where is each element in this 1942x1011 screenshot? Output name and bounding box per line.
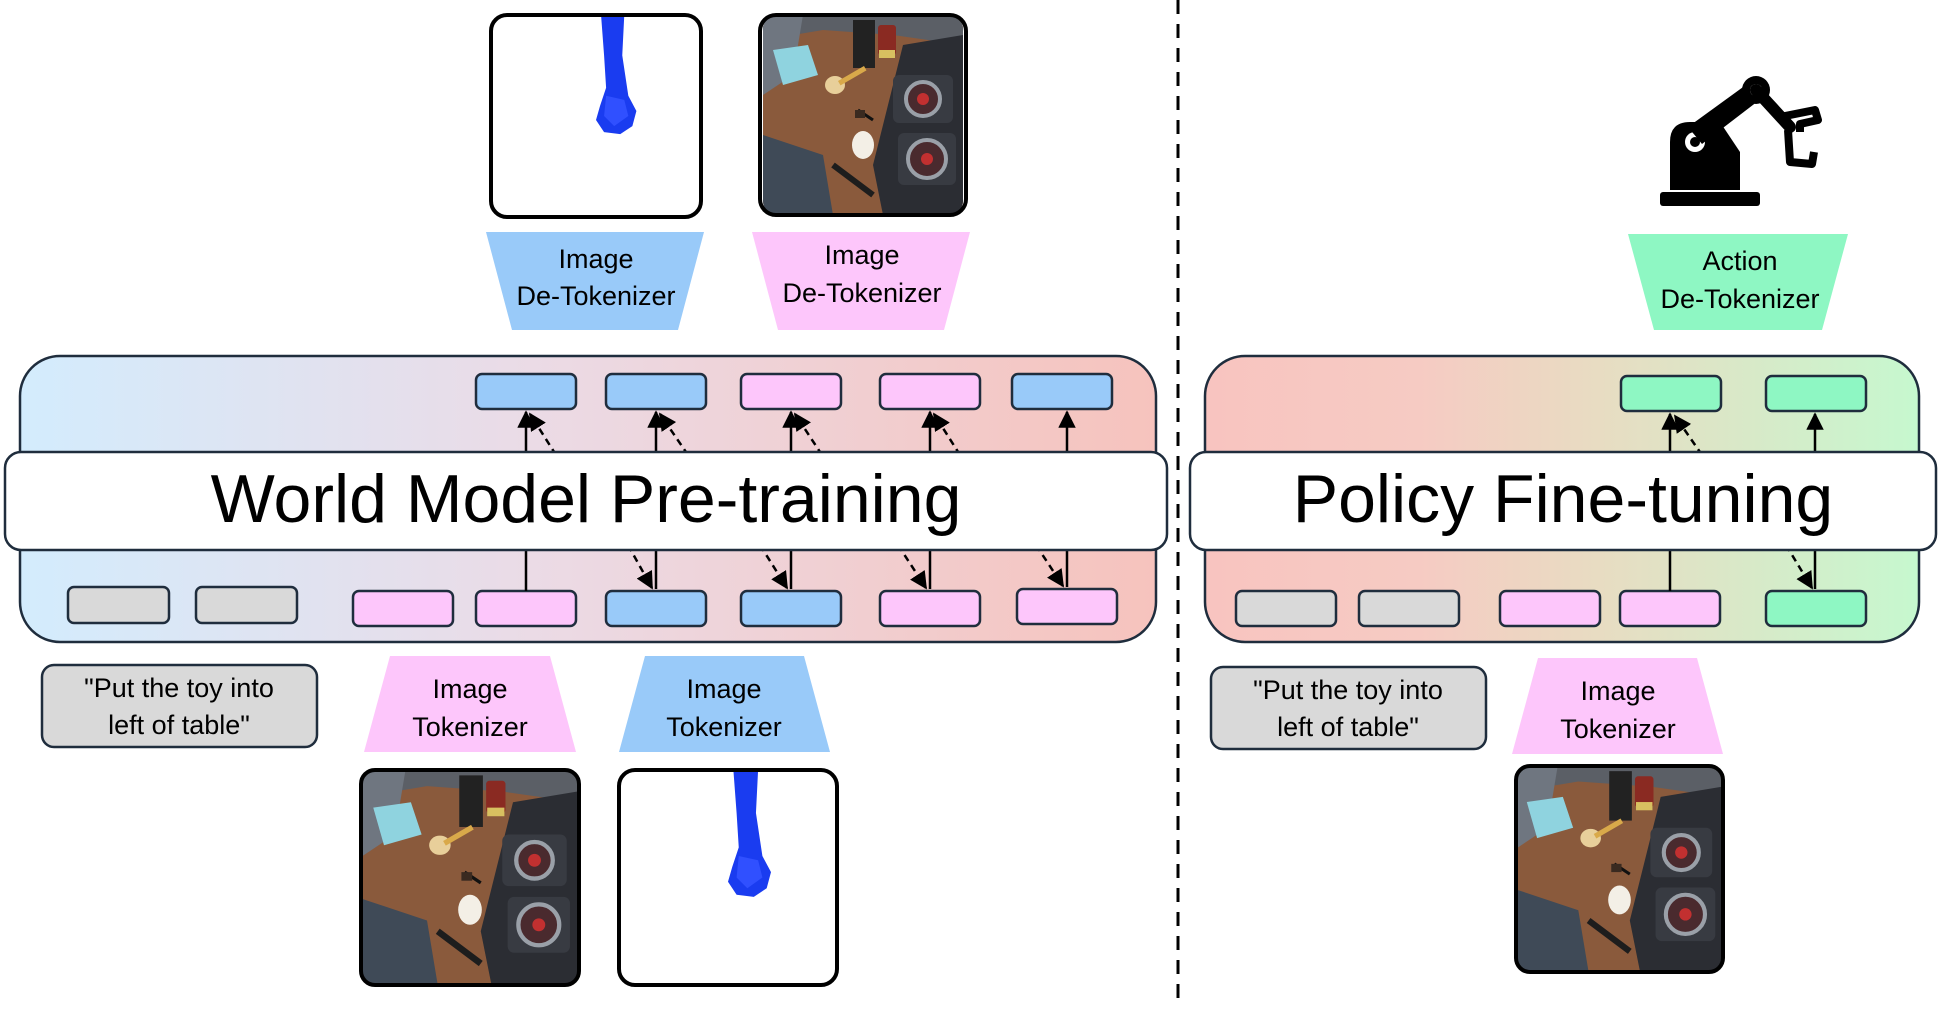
input-token — [351, 589, 455, 628]
predicted-mask-image — [489, 13, 703, 219]
pretraining-title: World Model Pre-training — [211, 461, 962, 537]
instruction-line1: "Put the toy into — [84, 673, 274, 703]
pretraining-output-tokens — [474, 372, 1114, 411]
input-token — [1015, 587, 1119, 626]
image-detokenizer-pink — [752, 232, 970, 330]
input-token — [739, 589, 843, 628]
pretraining-banner — [3, 450, 1169, 552]
detokenizer-label-line2: De-Tokenizer — [516, 281, 675, 311]
image-detokenizer-blue — [486, 232, 704, 330]
text-token — [194, 585, 299, 625]
output-token — [878, 372, 982, 411]
output-token — [1764, 374, 1868, 413]
input-token — [1764, 589, 1868, 628]
instruction-line1: "Put the toy into — [1253, 675, 1443, 705]
input-token — [474, 589, 578, 628]
output-token — [739, 372, 843, 411]
pretraining-input-tokens — [66, 585, 1119, 628]
detokenizer-label-line1: Action — [1702, 246, 1777, 276]
image-tokenizer-blue — [619, 656, 830, 752]
input-mask-image — [617, 768, 839, 987]
finetuning-banner — [1188, 450, 1938, 552]
tokenizer-label-line2: Tokenizer — [666, 712, 782, 742]
input-token — [878, 589, 982, 628]
input-token — [604, 589, 708, 628]
tokenizer-label-line1: Image — [686, 674, 761, 704]
input-token — [1498, 589, 1602, 628]
input-scene-image — [1514, 764, 1725, 974]
detokenizer-label-line1: Image — [558, 244, 633, 274]
output-token — [604, 372, 708, 411]
instruction-line2: left of table" — [1277, 712, 1419, 742]
instruction-box — [1209, 665, 1488, 751]
image-tokenizer-pink — [1512, 658, 1723, 754]
instruction-box — [40, 663, 319, 749]
predicted-scene-image — [758, 13, 968, 217]
output-token — [474, 372, 578, 411]
finetuning-title: Policy Fine-tuning — [1293, 461, 1833, 537]
detokenizer-label-line2: De-Tokenizer — [1660, 284, 1819, 314]
robot-arm-icon — [1660, 76, 1818, 206]
detokenizer-label-line2: De-Tokenizer — [782, 278, 941, 308]
output-token — [1619, 374, 1723, 413]
detokenizer-label-line1: Image — [824, 240, 899, 270]
input-token — [1618, 589, 1722, 628]
tokenizer-label-line1: Image — [432, 674, 507, 704]
text-token — [1357, 589, 1461, 628]
finetuning-output-tokens — [1619, 374, 1868, 413]
image-tokenizer-pink — [364, 656, 576, 752]
text-token — [1234, 589, 1338, 628]
instruction-line2: left of table" — [108, 710, 250, 740]
tokenizer-label-line2: Tokenizer — [1560, 714, 1676, 744]
action-detokenizer — [1628, 234, 1848, 330]
text-token — [66, 585, 171, 625]
tokenizer-label-line1: Image — [1580, 676, 1655, 706]
finetuning-input-tokens — [1234, 589, 1868, 628]
tokenizer-label-line2: Tokenizer — [412, 712, 528, 742]
output-token — [1010, 372, 1114, 411]
input-scene-image — [359, 768, 581, 987]
